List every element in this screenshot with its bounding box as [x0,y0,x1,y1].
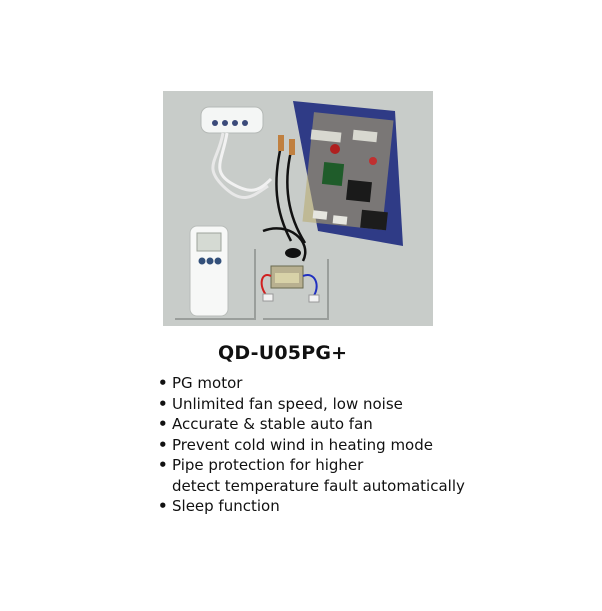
feature-item: •Prevent cold wind in heating mode [158,435,465,456]
feature-item: •Sleep function [158,496,465,517]
display-panel [200,106,273,199]
feature-item: •Unlimited fan speed, low noise [158,394,465,415]
feature-item: •Accurate & stable auto fan [158,414,465,435]
feature-text: Pipe protection for higher [172,456,364,474]
feature-text: Accurate & stable auto fan [172,415,373,433]
feature-item: •Pipe protection for higher [158,455,465,476]
feature-continuation: detect temperature fault automatically [172,476,465,495]
feature-text: Sleep function [172,497,280,515]
bullet: • [158,394,168,413]
bullet: • [158,435,168,454]
bullet: • [158,415,168,433]
feature-item: •PG motor [158,373,465,394]
feature-text: Prevent cold wind in heating mode [172,435,433,454]
bullet: • [158,456,168,474]
feature-text: PG motor [172,374,243,392]
model-name: QD-U05PG+ [218,342,348,364]
control-board [293,101,403,246]
product-illustration [175,101,403,320]
temperature-sensors [262,135,307,262]
feature-text: Unlimited fan speed, low noise [172,394,403,413]
product-photo [163,91,433,326]
transformer [260,265,320,303]
bullet: • [158,497,168,515]
remote-control [189,225,229,317]
bullet: • [158,374,168,392]
feature-list: •PG motor •Unlimited fan speed, low nois… [158,373,465,517]
